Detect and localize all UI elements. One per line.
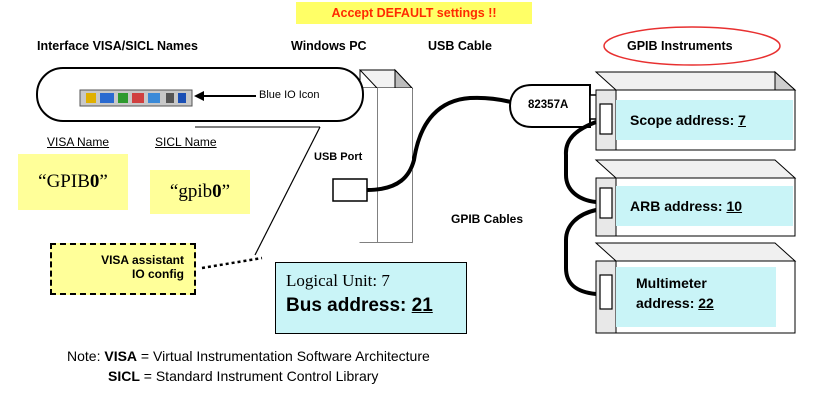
arb-address-label: ARB address: 10 [616,186,793,226]
scope-address-label: Scope address: 7 [616,100,793,140]
note-sicl-definition: = Standard Instrument Control Library [139,368,379,384]
adapter-82357a-body [508,84,591,128]
accept-default-banner: Accept DEFAULT settings !! [296,2,532,24]
scope-address-value: 7 [738,112,746,128]
bus-address-value: 21 [411,295,433,316]
visa-assistant-line1: VISA assistant [101,253,184,267]
visa-value-suffix: ” [99,171,108,192]
visa-value-index: 0 [89,171,100,192]
sicl-name-value-box: “gpib0” [150,170,250,214]
visa-name-value-box: “GPIB0” [18,154,128,210]
multimeter-address-value: 22 [698,295,714,311]
logical-unit-line: Logical Unit: 7 [286,271,466,291]
bus-address-line: Bus address: 21 [286,295,466,317]
bus-address-label: Bus address: [286,295,412,316]
visa-assistant-dotted-leader [201,256,263,270]
logical-unit-label: Logical Unit: [286,271,382,290]
header-usb-cable: USB Cable [428,39,492,53]
gpib-cable-2 [564,208,597,296]
sicl-value-suffix: ” [221,181,231,202]
scope-address-text: Scope address: [630,112,739,128]
visa-value-prefix: “GPIB [38,171,90,192]
gpib-cables-label: GPIB Cables [451,212,524,226]
visa-assistant-line2: IO config [132,267,184,281]
usb-port-label: USB Port [314,151,363,163]
sicl-name-label: SICL Name [155,135,217,149]
note-sicl-line: SICL = Standard Instrument Control Libra… [108,368,378,384]
logical-unit-box: Logical Unit: 7 Bus address: 21 [275,262,467,334]
instruments-highlight-ellipse [603,26,781,66]
arb-address-value: 10 [726,198,743,214]
blue-io-icon-label: Blue IO Icon [259,89,320,101]
adapter-label: 82357A [528,99,569,111]
visa-name-label: VISA Name [47,135,110,149]
multimeter-address-text: address: [636,295,699,311]
header-gpib-instruments: GPIB Instruments [627,39,733,53]
usb-cable [366,95,519,192]
note-visa-term: VISA [104,348,138,364]
multimeter-label-line2: address: 22 [636,293,776,313]
gpib-cable-1 [563,120,597,204]
multimeter-address-label: Multimeter address: 22 [616,267,776,327]
logical-unit-value: 7 [381,271,390,290]
note-visa-definition: = Virtual Instrumentation Software Archi… [137,348,430,364]
header-windows-pc: Windows PC [291,39,367,53]
visa-assistant-box: VISA assistant IO config [50,243,196,295]
sicl-value-prefix: “gpib [169,181,213,202]
header-interface-names: Interface VISA/SICL Names [37,39,198,53]
taskbar-icon-strip [79,89,193,107]
note-sicl-term: SICL [108,368,140,384]
usb-port [332,178,368,202]
multimeter-label-line1: Multimeter [636,275,707,291]
arb-address-text: ARB address: [630,198,727,214]
sicl-value-index: 0 [212,181,222,202]
note-prefix: Note: [67,348,105,364]
note-visa-line: Note: VISA = Virtual Instrumentation Sof… [67,348,430,364]
